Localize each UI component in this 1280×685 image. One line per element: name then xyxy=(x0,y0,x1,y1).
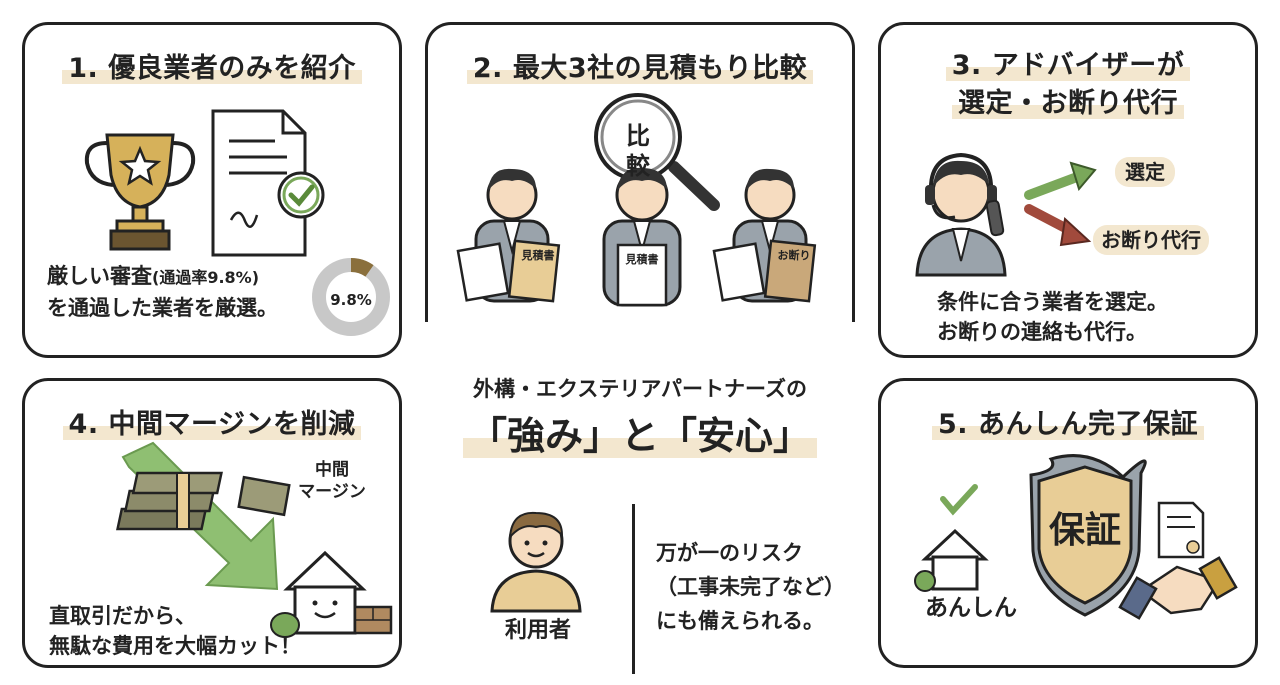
contractor-c-icon xyxy=(712,168,817,303)
doc-label-a: 見積書 xyxy=(521,249,555,262)
trophy-icon xyxy=(84,133,196,251)
checkmark-icon xyxy=(940,484,978,516)
card-quote-comparison: 2. 最大3社の見積もり比較 xyxy=(425,22,855,322)
card2-title: 2. 最大3社の見積もり比較 xyxy=(428,51,852,87)
card5-title: 5. あんしん完了保証 xyxy=(881,407,1255,443)
risk-description: 万が一のリスク （工事未完了など） にも備えられる。 xyxy=(656,541,845,633)
doc-label-b: 見積書 xyxy=(625,253,659,266)
user-label: 利用者 xyxy=(504,618,571,643)
center-subtitle: 外構・エクステリアパートナーズの xyxy=(473,377,807,401)
guarantee-illustration xyxy=(914,454,1238,620)
center-title: 「強み」と「安心」 xyxy=(425,410,855,462)
card-quality-contractors: 1. 優良業者のみを紹介 厳しい xyxy=(22,22,402,358)
certificate-icon xyxy=(211,109,325,257)
margin-label: 中間 マージン xyxy=(298,460,366,502)
contractor-b-icon xyxy=(602,167,682,307)
doc-label-c: お断り xyxy=(777,249,811,262)
card3-title: 3. アドバイザーが 選定・お断り代行 xyxy=(881,47,1255,123)
handshake-icon xyxy=(1118,556,1238,620)
user-icon xyxy=(490,511,582,613)
advisor-with-headset-icon xyxy=(915,152,1007,277)
cash-stack-icon xyxy=(116,471,291,531)
cost-reduction-illustration xyxy=(116,441,393,638)
shield-label: 保証 xyxy=(1048,510,1121,551)
pass-rate-gauge xyxy=(312,258,390,336)
card-advisor-service: 3. アドバイザーが 選定・お断り代行 選定 お断り代行 条件に合う業者を選定。… xyxy=(878,22,1258,358)
card4-description: 直取引だから、 無駄な費用を大幅カット！ xyxy=(49,604,301,658)
center-divider xyxy=(632,504,635,674)
magnifier-label: 比較 xyxy=(626,122,650,180)
magnifier-icon xyxy=(594,93,720,211)
gauge-label: 9.8% xyxy=(330,291,372,309)
trophy-and-certificate-illustration xyxy=(84,109,390,336)
card1-description: 厳しい審査(通過率9.8%) を通過した業者を厳選。 xyxy=(47,264,278,320)
card3-description: 条件に合う業者を選定。 お断りの連絡も代行。 xyxy=(937,290,1168,344)
arrow-down-right-icon xyxy=(1024,204,1092,247)
arrow-up-right-icon xyxy=(1024,161,1097,200)
advisor-illustration xyxy=(915,152,1097,277)
contractor-a-icon xyxy=(456,168,561,303)
card4-title: 4. 中間マージンを削減 xyxy=(25,407,399,443)
quote-comparison-illustration xyxy=(456,93,817,307)
user-illustration xyxy=(490,511,582,613)
card-completion-guarantee: 5. あんしん完了保証 保証 あんしん xyxy=(878,378,1258,668)
card1-title: 1. 優良業者のみを紹介 xyxy=(25,51,399,87)
shield-icon xyxy=(1029,454,1147,617)
house-icon xyxy=(270,550,393,638)
house-icon xyxy=(914,528,989,592)
decline-label: お断り代行 xyxy=(1093,225,1209,255)
select-label: 選定 xyxy=(1115,157,1175,187)
document-icon xyxy=(1157,501,1205,559)
house-label: あんしん xyxy=(925,595,1017,621)
card-cost-reduction: 4. 中間マージンを削減 中間 マージン 直取引だから、 無駄な費用 xyxy=(22,378,402,668)
